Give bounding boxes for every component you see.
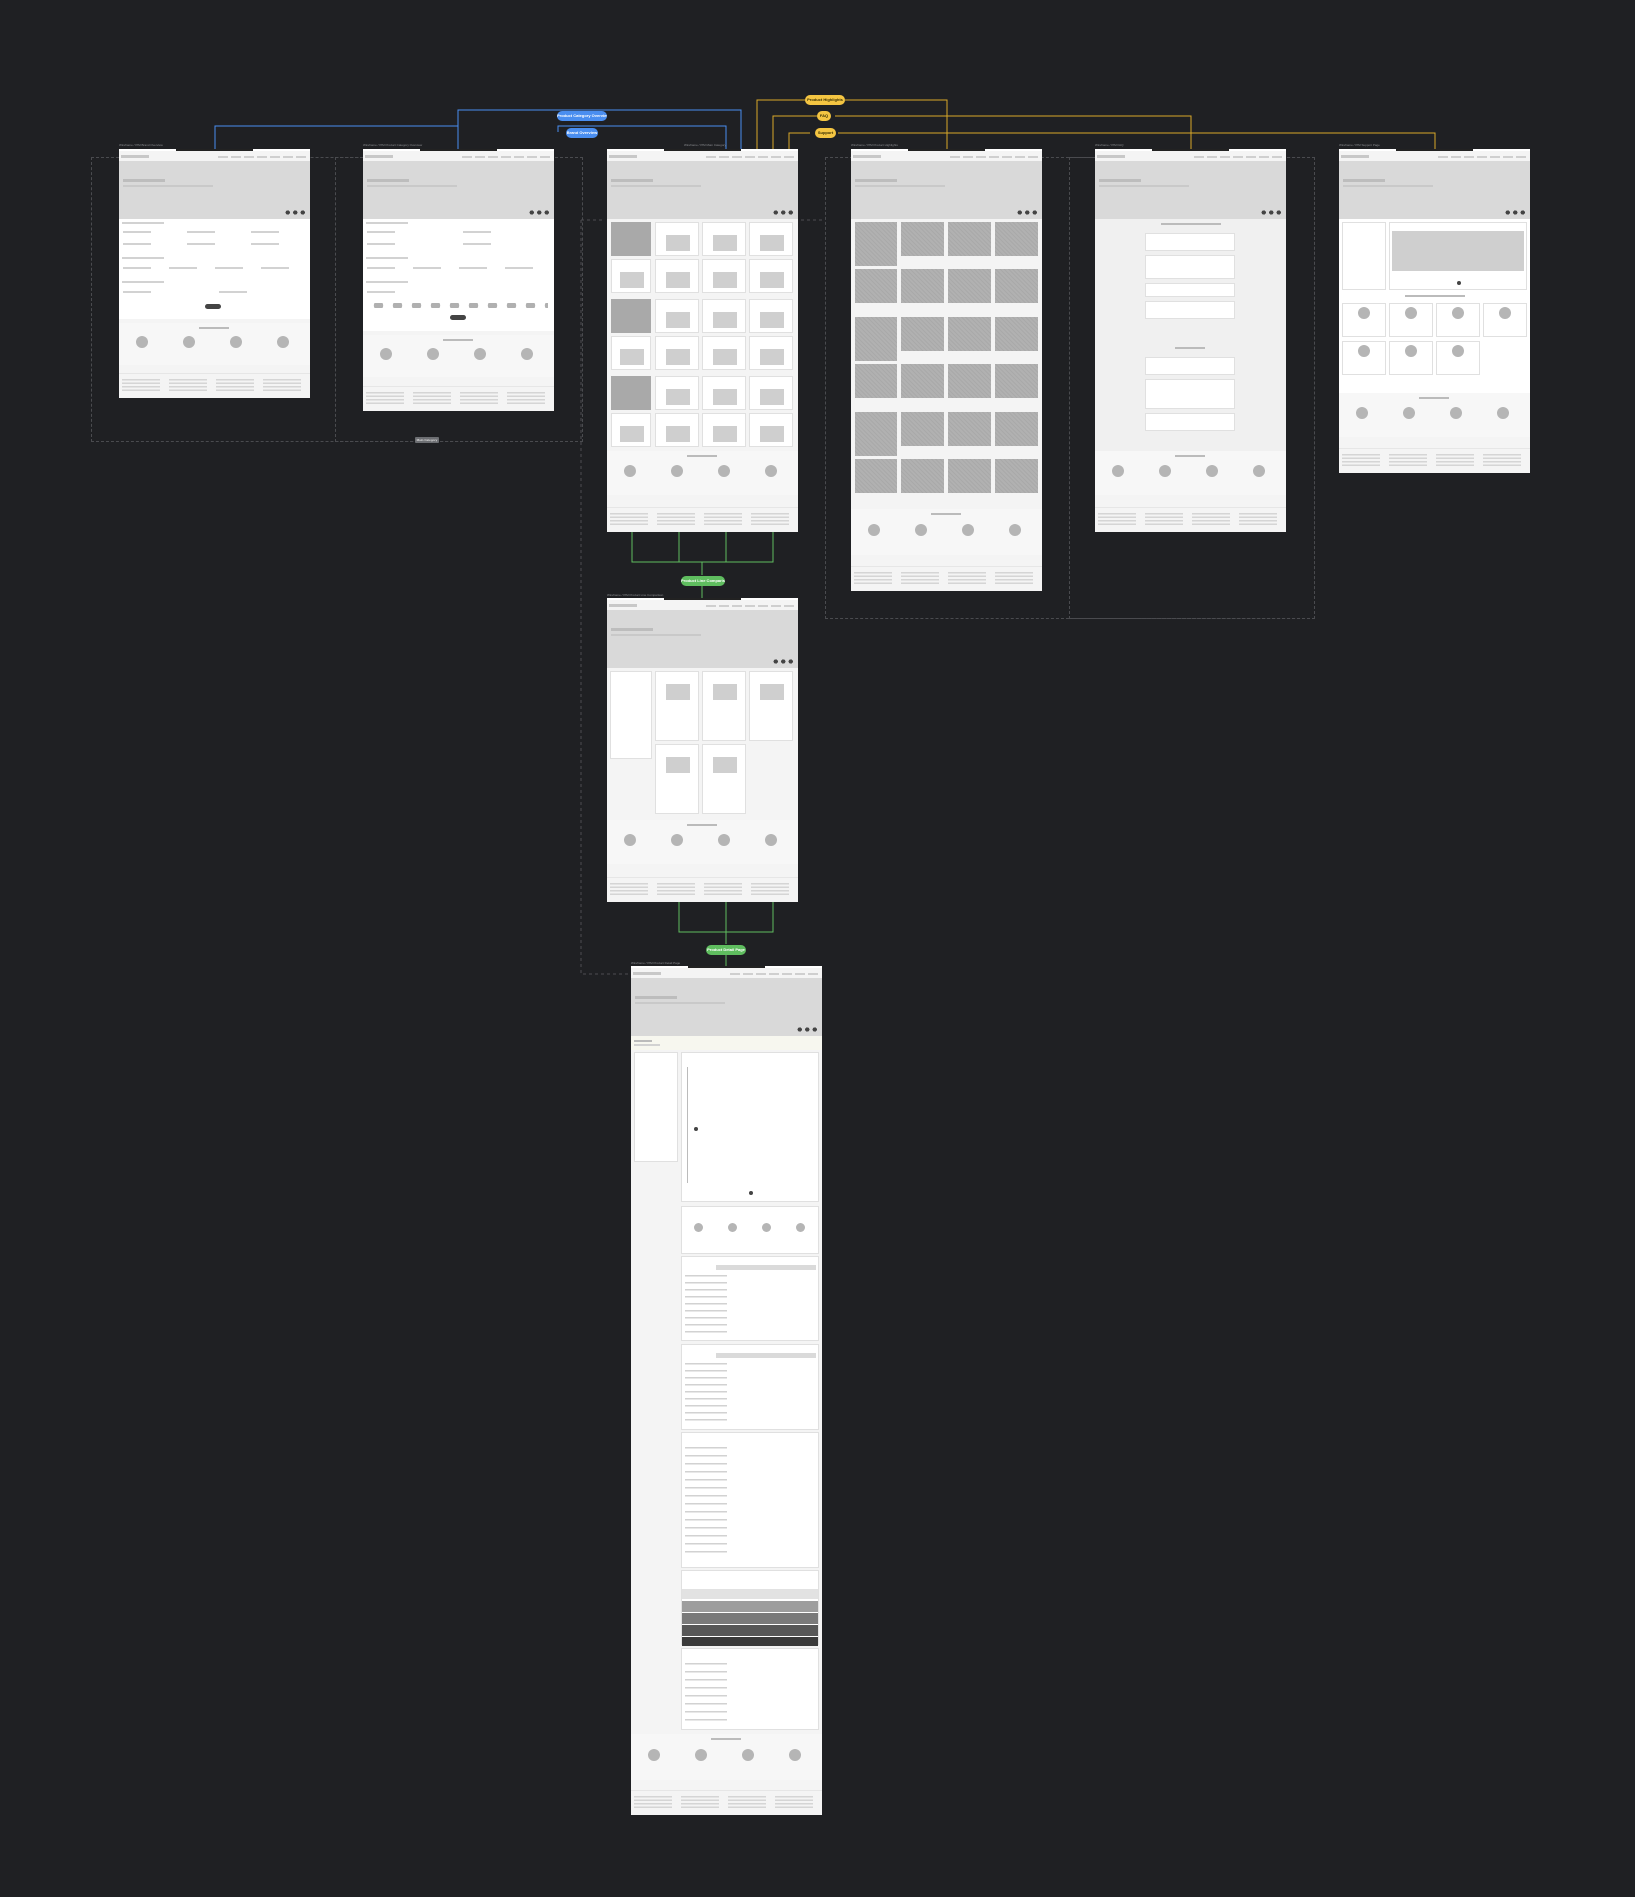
comparison-grid: [607, 668, 798, 818]
support-content: [1339, 219, 1530, 399]
nav-bar: [853, 154, 1040, 160]
wireframe-product-detail-page[interactable]: [631, 966, 822, 1815]
page-footer: [851, 566, 1042, 591]
hero-banner: [631, 978, 822, 1036]
flow-label-main-category[interactable]: Main Category: [415, 437, 439, 443]
wireframe-product-line-comparison[interactable]: [607, 598, 798, 902]
wireframe-brand-overview[interactable]: [119, 149, 310, 398]
frame-label: Wireframe / PIM Product Highlights: [851, 143, 898, 147]
accessories-section: [681, 1648, 819, 1730]
frame-label: Wireframe / PIM Main Category: [684, 143, 727, 147]
nav-bar: [609, 603, 796, 609]
page-footer: [631, 1790, 822, 1815]
variants-section: [681, 1206, 819, 1254]
related-section: [607, 451, 798, 495]
color-options-section: [681, 1570, 819, 1646]
frame-label: Wireframe / PIM Brand Overview: [119, 143, 163, 147]
related-section: [631, 1734, 822, 1780]
category-list: [363, 219, 554, 331]
related-section: [851, 509, 1042, 555]
spec-table-2: [681, 1344, 819, 1430]
device-topbar: [119, 149, 310, 151]
frame-label: Wireframe / PIM Product Category Overvie…: [363, 143, 423, 147]
faq-list: [1095, 219, 1286, 451]
hero-banner: [363, 161, 554, 219]
nav-bar: [633, 971, 820, 977]
wireframe-main-category[interactable]: [607, 149, 798, 532]
spec-table-1: [681, 1256, 819, 1341]
device-topbar: [851, 149, 1042, 151]
page-footer: [1095, 507, 1286, 532]
related-section: [607, 820, 798, 864]
flow-label-product-highlights[interactable]: Product Highlights: [805, 95, 845, 105]
nav-bar: [1341, 154, 1528, 160]
detail-sidebar: [634, 1052, 678, 1162]
wireframe-faq[interactable]: [1095, 149, 1286, 532]
flow-label-product-line-comparison[interactable]: Product Line Comparison: [681, 576, 725, 586]
nav-bar: [609, 154, 796, 160]
wireframe-product-highlights[interactable]: [851, 149, 1042, 591]
brand-list: [119, 219, 310, 319]
yellow-connector-lines: [756, 99, 1436, 156]
page-footer: [607, 877, 798, 902]
device-topbar: [363, 149, 554, 151]
device-topbar: [1339, 149, 1530, 151]
frame-label: Wireframe / PIM Product Line Comparison: [607, 593, 664, 597]
nav-bar: [121, 154, 308, 160]
flow-label-faq[interactable]: FAQ: [817, 111, 831, 121]
hero-banner: [607, 610, 798, 668]
device-topbar: [607, 149, 798, 151]
page-footer: [119, 373, 310, 398]
device-topbar: [607, 598, 798, 600]
related-section: [1339, 393, 1530, 437]
hero-banner: [119, 161, 310, 219]
related-section: [119, 323, 310, 365]
frame-label: Wireframe / PIM FAQ: [1095, 143, 1124, 147]
page-footer: [1339, 448, 1530, 473]
wireframe-category-overview[interactable]: [363, 149, 554, 411]
device-topbar: [631, 966, 822, 968]
product-grid: [607, 219, 798, 449]
nav-bar: [365, 154, 552, 160]
hero-banner: [1095, 161, 1286, 219]
hero-banner: [851, 161, 1042, 219]
nav-bar: [1097, 154, 1284, 160]
hero-banner: [607, 161, 798, 219]
frame-label: Wireframe / PIM Product Detail Page: [631, 961, 681, 965]
highlight-gallery: [851, 219, 1042, 509]
wireframe-support[interactable]: [1339, 149, 1530, 473]
hero-banner: [1339, 161, 1530, 219]
flow-label-brand-overview[interactable]: Brand Overview: [566, 128, 598, 138]
downloads-section: [681, 1432, 819, 1568]
product-title-bar: [631, 1036, 822, 1050]
flow-label-support[interactable]: Support: [815, 128, 836, 138]
related-section: [1095, 451, 1286, 495]
spec-timeline: [681, 1052, 819, 1202]
page-footer: [363, 386, 554, 411]
flow-label-product-category-overview[interactable]: Product Category Overview: [557, 111, 607, 121]
page-footer: [607, 507, 798, 532]
frame-label: Wireframe / PIM Support Page: [1339, 143, 1380, 147]
pagination-dots: [369, 303, 548, 308]
device-topbar: [1095, 149, 1286, 151]
flow-label-product-detail-page[interactable]: Product Detail Page: [706, 945, 746, 955]
related-section: [363, 335, 554, 377]
